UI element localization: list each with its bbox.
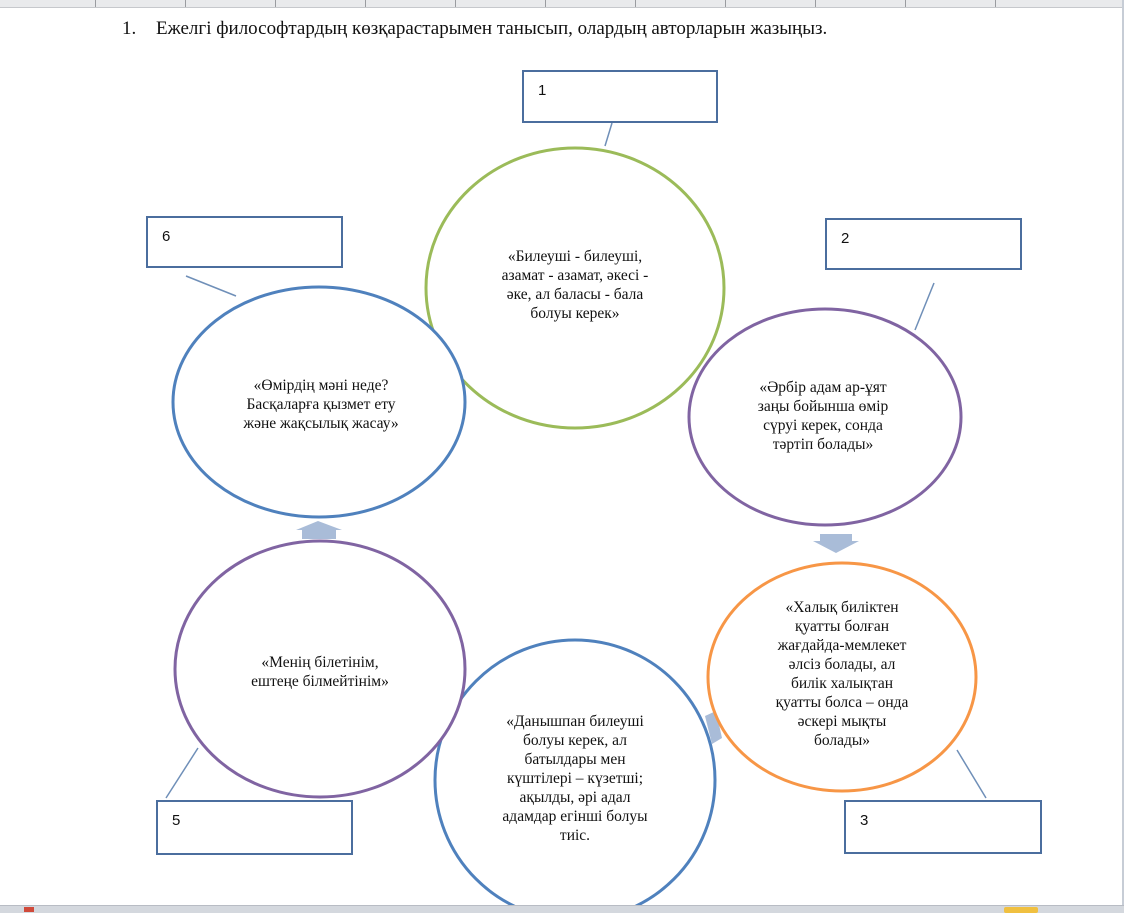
quote-conscience: «Әрбір адам ар-ұят заңы бойынша өмір сүр… bbox=[757, 379, 889, 453]
quote-meaning: «Өмірдің мәні неде? Басқаларға қызмет ет… bbox=[243, 377, 399, 432]
circle-quote-4 bbox=[433, 638, 717, 905]
answer-box-2[interactable]: 2 bbox=[825, 218, 1022, 270]
circle-quote-2 bbox=[687, 307, 963, 527]
ruler-tick bbox=[815, 0, 816, 7]
quote-wise: «Данышпан билеуші болуы керек, ал батылд… bbox=[502, 713, 648, 844]
arrow-down-icon bbox=[813, 534, 859, 553]
answer-box-6[interactable]: 6 bbox=[146, 216, 343, 268]
arrow-up-icon bbox=[296, 521, 342, 539]
ruler-tick bbox=[725, 0, 726, 7]
ruler-tick bbox=[365, 0, 366, 7]
answer-box-label: 2 bbox=[841, 230, 850, 247]
circle-quote-3 bbox=[706, 561, 978, 793]
answer-box-label: 6 bbox=[162, 228, 171, 245]
answer-box-3[interactable]: 3 bbox=[844, 800, 1042, 854]
connector-1 bbox=[604, 122, 613, 147]
quote-ruler: «Билеуші - билеуші, азамат - азамат, әке… bbox=[501, 248, 649, 322]
ruler-tick bbox=[905, 0, 906, 7]
status-icon bbox=[24, 907, 34, 912]
answer-box-5[interactable]: 5 bbox=[156, 800, 353, 855]
ruler-tick bbox=[455, 0, 456, 7]
task-text: Ежелгі философтардың көзқарастарымен тан… bbox=[156, 18, 828, 39]
connector-5 bbox=[165, 747, 199, 799]
ruler-tick bbox=[95, 0, 96, 7]
circle-quote-1 bbox=[424, 146, 726, 430]
ruler bbox=[0, 0, 1124, 8]
connector-3 bbox=[956, 749, 987, 799]
circle-quote-5 bbox=[173, 539, 467, 799]
status-indicator-icon bbox=[1004, 907, 1038, 913]
quote-know: «Менің білетінім, ештеңе білмейтінім» bbox=[251, 654, 389, 690]
page-edge bbox=[1122, 0, 1124, 912]
answer-box-label: 5 bbox=[172, 812, 181, 829]
ruler-tick bbox=[185, 0, 186, 7]
answer-box-1[interactable]: 1 bbox=[522, 70, 718, 123]
task-heading: 1. Ежелгі философтардың көзқарастарымен т… bbox=[122, 18, 827, 40]
quote-power: «Халық биліктен қуатты болған жағдайда-м… bbox=[775, 599, 909, 749]
ruler-tick bbox=[275, 0, 276, 7]
task-number: 1. bbox=[122, 18, 137, 39]
connector-2 bbox=[914, 282, 935, 331]
ruler-tick bbox=[635, 0, 636, 7]
answer-box-label: 3 bbox=[860, 812, 869, 829]
ruler-tick bbox=[995, 0, 996, 7]
circle-quote-6 bbox=[171, 285, 467, 519]
status-bar bbox=[0, 905, 1124, 913]
ruler-tick bbox=[545, 0, 546, 7]
answer-box-label: 1 bbox=[538, 82, 547, 99]
connector-6 bbox=[185, 275, 237, 297]
